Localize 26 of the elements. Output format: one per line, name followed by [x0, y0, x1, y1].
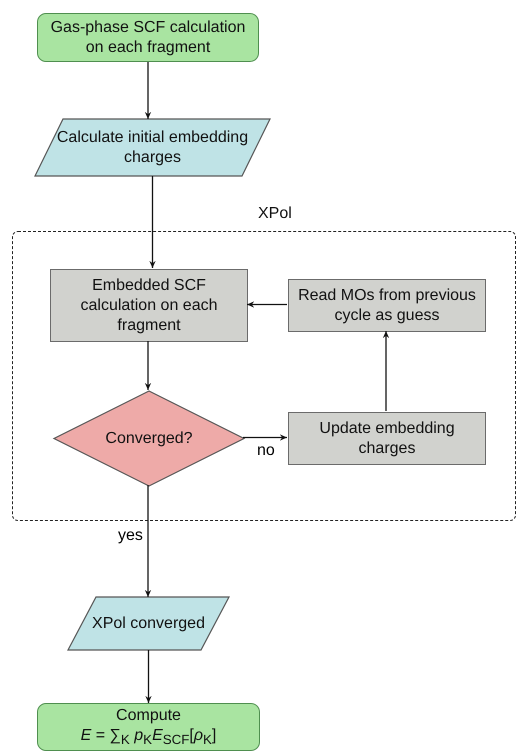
- arrow: [149, 176, 156, 268]
- process-box: [288, 279, 486, 332]
- arrow: [243, 434, 287, 441]
- arrow: [382, 331, 390, 411]
- node-text: Gas-phase SCF calculation on each fragment: [50, 18, 246, 58]
- node-text: XPol converged: [91, 614, 206, 634]
- node-text: Embedded SCF calculation on each fragment: [80, 276, 218, 336]
- terminal-box: [37, 703, 260, 751]
- data-parallelogram: [68, 597, 229, 650]
- arrow: [144, 62, 152, 119]
- terminal-box: [37, 13, 259, 62]
- node-text: Compute: [115, 706, 182, 726]
- formula-text: E = ∑$_{K}$ p$_{K}$E$_{SCF}$[ρ$_{K}$]: [80, 726, 218, 748]
- arrow: [145, 650, 152, 703]
- arrow: [144, 485, 152, 597]
- node-text: Calculate initial embedding charges: [56, 128, 250, 168]
- group-heading: XPol: [257, 204, 293, 224]
- data-parallelogram: [35, 119, 270, 176]
- decision-diamond: [54, 391, 244, 486]
- node-text: Update embedding charges: [318, 418, 456, 458]
- node-text: Read MOs from previous cycle as guess: [297, 286, 477, 326]
- process-box: [50, 269, 248, 342]
- arrow: [144, 341, 152, 390]
- arrow: [247, 301, 287, 308]
- process-box: [288, 412, 486, 465]
- node-text: Converged?: [104, 428, 194, 448]
